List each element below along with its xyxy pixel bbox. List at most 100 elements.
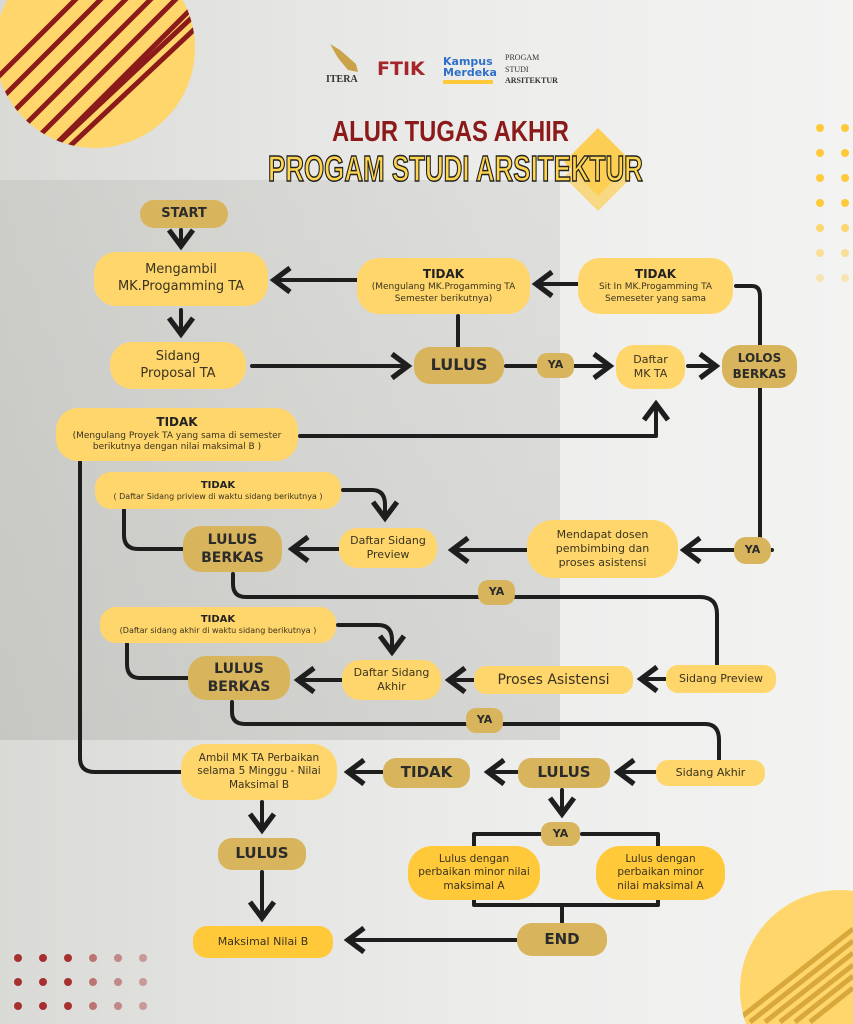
- node-text: (Mengulang Proyek TA yang sama di semest…: [72, 430, 282, 453]
- program-label-line: STUDI: [505, 64, 529, 74]
- node-text: Daftar: [633, 352, 668, 366]
- program-label-line: ARSITEKTUR: [505, 76, 558, 86]
- node-text: Ambil MK TA Perbaikan selama 5 Minggu - …: [197, 751, 321, 791]
- node-text: LULUS: [207, 531, 258, 548]
- node-text: Proposal TA: [140, 365, 216, 381]
- lulus-berkas-akhir-node[interactable]: LULUS BERKAS: [188, 656, 290, 700]
- tidak-akhir-node[interactable]: TIDAK: [383, 758, 470, 788]
- decor-dots-bottom-left: [14, 954, 147, 1010]
- ya-label: YA: [476, 713, 493, 727]
- ya-label: YA: [488, 585, 505, 599]
- node-text: (Mengulang MK.Progamming TA Semester ber…: [371, 282, 516, 304]
- node-text: Lulus dengan perbaikan minor nilai maksi…: [617, 852, 704, 892]
- node-heading: TIDAK: [200, 614, 236, 626]
- node-text: Akhir: [377, 680, 406, 693]
- arrow-tidak3-to-daftar: [298, 399, 671, 438]
- lulus-sidang-akhir-node[interactable]: LULUS: [518, 758, 610, 788]
- lulus-minor-node[interactable]: Lulus dengan perbaikan minor nilai maksi…: [408, 846, 540, 900]
- ya-label: YA: [744, 543, 761, 557]
- sidang-preview-node[interactable]: Sidang Preview: [666, 665, 776, 693]
- arrow-tidak4-to-preview: [341, 488, 400, 523]
- node-text: Sit In MK.Progamming TA Semeseter yang s…: [598, 282, 713, 304]
- tidak-mengulang-proyek-node[interactable]: TIDAK (Mengulang Proyek TA yang sama di …: [56, 408, 298, 461]
- node-text: LULUS: [235, 844, 289, 863]
- page-subtitle: PROGAM STUDI ARSITEKTUR: [267, 147, 643, 190]
- ya-badge: YA: [478, 580, 515, 605]
- lulus-perbaikan-node[interactable]: LULUS: [218, 838, 306, 870]
- program-label-line: PROGAM: [505, 53, 540, 62]
- node-text: Proses Asistensi: [497, 671, 610, 688]
- node-text: Sidang Akhir: [675, 765, 746, 779]
- ya-label: YA: [547, 358, 564, 372]
- ya-label: YA: [552, 826, 569, 840]
- mengambil-mk-node[interactable]: Mengambil MK.Progamming TA: [94, 252, 268, 306]
- kampus-merdeka-text: Kampus Merdeka: [443, 55, 497, 79]
- line-lulusberkas1-to-sidang-preview: [231, 572, 719, 666]
- node-heading: TIDAK: [156, 415, 198, 430]
- node-text: END: [544, 929, 580, 948]
- node-text: Preview: [366, 548, 410, 561]
- decor-stripes-bottom-right: [740, 927, 853, 1024]
- arrow-tidak5-to-daftarakhir: [336, 623, 407, 657]
- node-text: (Daftar sidang akhir di waktu sidang ber…: [119, 626, 317, 636]
- node-text: Mengambil: [145, 262, 217, 278]
- lolos-berkas-node[interactable]: LOLOS BERKAS: [722, 345, 797, 388]
- node-heading: TIDAK: [634, 266, 677, 281]
- node-text: MK TA: [633, 367, 668, 380]
- node-text: TIDAK: [400, 763, 453, 782]
- line-tidak3-left: [78, 460, 183, 774]
- line-lulusberkas2-to-tidak5: [125, 642, 190, 680]
- node-text: Sidang Preview: [678, 671, 764, 685]
- tidak-sit-in-node[interactable]: TIDAK Sit In MK.Progamming TA Semeseter …: [578, 258, 733, 314]
- tidak-daftar-akhir-node[interactable]: TIDAK (Daftar sidang akhir di waktu sida…: [100, 607, 336, 643]
- proses-asistensi-node[interactable]: Proses Asistensi: [474, 666, 633, 694]
- start-node[interactable]: START: [140, 200, 228, 228]
- daftar-sidang-akhir-node[interactable]: Daftar Sidang Akhir: [342, 660, 441, 700]
- node-text: Mendapat dosen pembimbing dan proses asi…: [555, 527, 650, 570]
- start-label: START: [161, 205, 207, 221]
- node-text: MK.Progamming TA: [117, 279, 245, 294]
- node-text: BERKAS: [732, 366, 787, 381]
- ftik-logo: FTIK: [377, 58, 425, 80]
- node-text: LULUS: [537, 763, 591, 782]
- ya-badge: YA: [537, 353, 574, 378]
- tidak-daftar-preview-node[interactable]: TIDAK ( Daftar Sidang priview di waktu s…: [95, 472, 341, 509]
- lulus-minor-node[interactable]: Lulus dengan perbaikan minor nilai maksi…: [596, 846, 725, 900]
- lulus-berkas-preview-node[interactable]: LULUS BERKAS: [183, 526, 282, 572]
- node-text: Daftar Sidang: [350, 533, 426, 547]
- ambil-mk-perbaikan-node[interactable]: Ambil MK TA Perbaikan selama 5 Minggu - …: [181, 744, 337, 800]
- ya-badge: YA: [734, 537, 771, 564]
- bracket-ya5-options: [472, 832, 660, 907]
- decor-circle-bottom-right: [740, 890, 853, 1024]
- node-text: ( Daftar Sidang priview di waktu sidang …: [113, 491, 323, 501]
- end-node[interactable]: END: [517, 923, 607, 956]
- node-text: Daftar Sidang: [353, 665, 430, 679]
- node-text: LULUS: [430, 355, 488, 375]
- kampus-merdeka-logo: Kampus Merdeka: [443, 56, 497, 84]
- ya-badge: YA: [541, 822, 580, 846]
- mendapat-dosen-node[interactable]: Mendapat dosen pembimbing dan proses asi…: [527, 520, 678, 578]
- sidang-akhir-node[interactable]: Sidang Akhir: [656, 760, 765, 786]
- node-heading: TIDAK: [200, 479, 236, 491]
- decor-diamonds: [564, 128, 632, 211]
- page-title: ALUR TUGAS AKHIR: [332, 116, 569, 148]
- itera-logo-text: ITERA: [326, 74, 358, 85]
- node-text: Sidang: [155, 348, 201, 364]
- maksimal-nilai-b-node[interactable]: Maksimal Nilai B: [193, 926, 333, 958]
- line-lolos-right: [734, 284, 774, 552]
- node-text: Maksimal Nilai B: [217, 934, 309, 948]
- node-text: BERKAS: [207, 679, 271, 695]
- daftar-mk-ta-node[interactable]: Daftar MK TA: [616, 345, 685, 389]
- tidak-mengulang-mk-node[interactable]: TIDAK (Mengulang MK.Progamming TA Semest…: [357, 258, 530, 314]
- lulus-proposal-node[interactable]: LULUS: [414, 347, 504, 384]
- daftar-sidang-preview-node[interactable]: Daftar Sidang Preview: [339, 528, 437, 568]
- sidang-proposal-node[interactable]: Sidang Proposal TA: [110, 342, 246, 389]
- node-text: Lulus dengan perbaikan minor nilai maksi…: [418, 852, 530, 892]
- itera-logo: ITERA: [326, 42, 362, 85]
- node-text: LOLOS: [737, 350, 782, 365]
- itera-logo-mark: [330, 44, 358, 72]
- decor-dots-right: [816, 124, 849, 282]
- node-heading: TIDAK: [422, 266, 465, 281]
